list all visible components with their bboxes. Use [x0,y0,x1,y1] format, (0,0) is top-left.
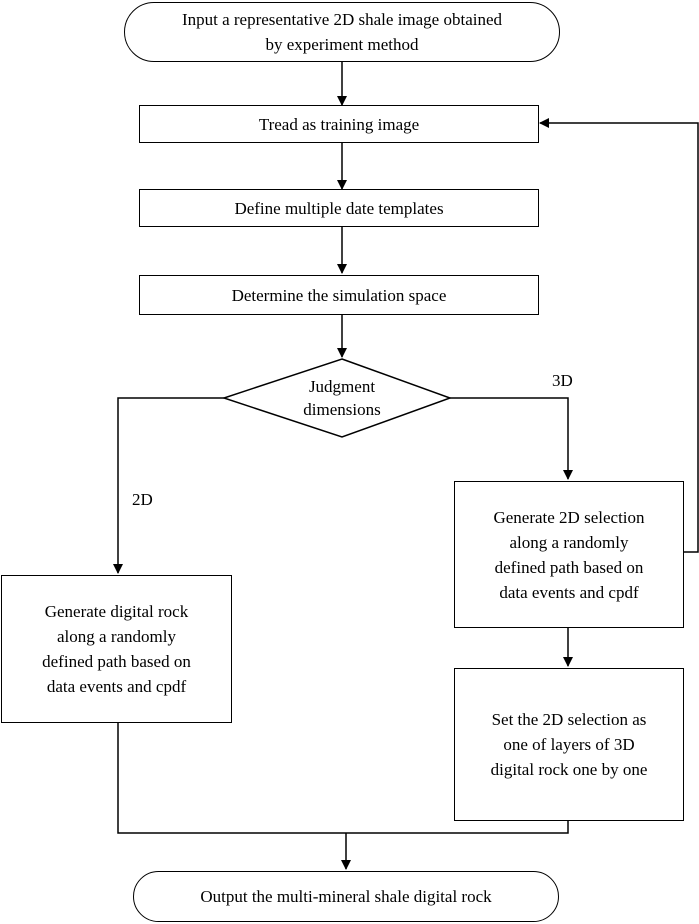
start-text-line-2: by experiment method [265,35,419,54]
generate-digital-rock-step: Generate digital rock along a randomly d… [1,575,232,723]
generate-2d-line-1: Generate digital rock [44,602,189,621]
generate-3d-line-2: along a randomly [509,532,629,552]
loop-back-arrow [539,118,699,553]
generate-2d-selection-step: Generate 2D selection along a randomly d… [454,481,684,628]
simulation-space-step: Determine the simulation space [139,275,539,315]
branch-2d-label: 2D [132,490,153,509]
generate-3d-line-1: Generate 2D selection [493,507,645,527]
arrow-decision-to-2d [113,397,224,574]
decision-text-line-1: Judgment [308,377,376,396]
generate-2d-line-2: along a randomly [57,627,176,646]
training-image-label: Tread as training image [258,114,420,134]
set-layers-line-1: Set the 2D selection as [491,710,647,729]
decision-text-line-2: dimensions [303,400,381,419]
set-layers-line-2: one of layers of 3D [503,735,635,754]
set-layers-line-3: digital rock one by one [490,760,648,779]
decision-diamond [221,358,453,438]
generate-2d-line-3: defined path based on [42,652,191,671]
training-image-step: Tread as training image [139,105,539,143]
decision-text: Judgment dimensions [262,375,422,421]
simulation-space-label: Determine the simulation space [231,285,447,305]
generate-3d-line-3: defined path based on [494,557,644,577]
start-text-line-1: Input a representative 2D shale image ob… [181,10,503,29]
start-node: Input a representative 2D shale image ob… [124,2,560,62]
define-templates-step: Define multiple date templates [139,189,539,227]
arrow-decision-to-3d [450,397,573,480]
define-templates-label: Define multiple date templates [234,198,444,218]
set-layers-step: Set the 2D selection as one of layers of… [454,668,684,821]
end-node: Output the multi-mineral shale digital r… [133,871,559,922]
end-label: Output the multi-mineral shale digital r… [200,887,492,906]
generate-2d-line-4: data events and cpdf [46,677,187,696]
merge-line-left [117,723,569,834]
generate-3d-line-4: data events and cpdf [499,582,639,602]
branch-3d-label: 3D [552,371,573,390]
